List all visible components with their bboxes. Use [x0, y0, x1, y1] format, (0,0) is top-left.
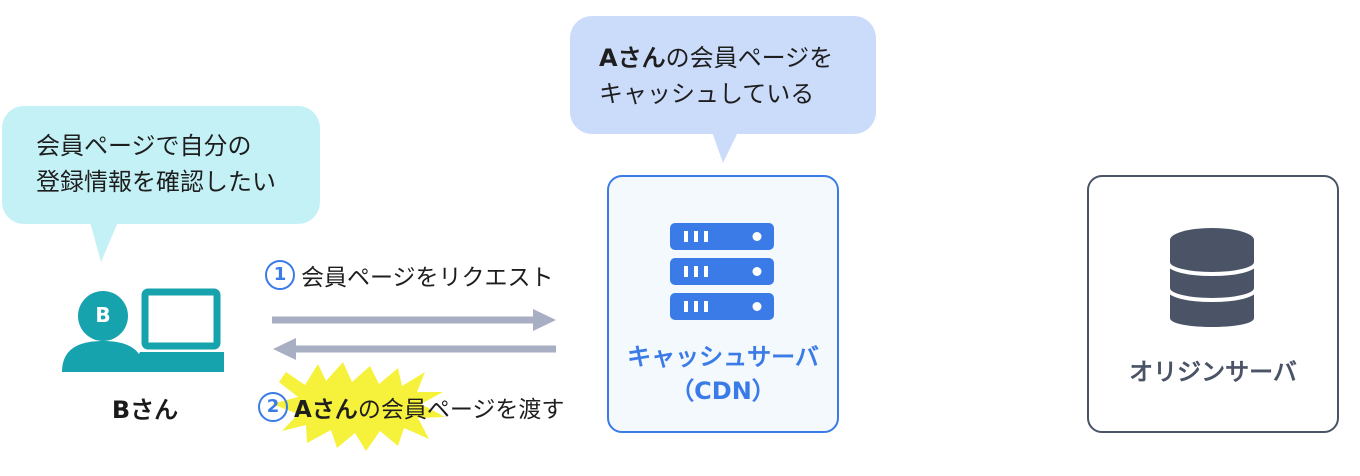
database-icon [1166, 228, 1258, 327]
cdn-bubble-line2: キャッシュしている [599, 80, 815, 108]
highlight-burst [272, 362, 445, 451]
cdn-bubble-line1: Aさんの会員ページを [599, 40, 833, 76]
server-rack-icon [670, 223, 774, 320]
step-2-label: 2 Aさんの会員ページを渡す [258, 390, 564, 424]
cdn-server-label: キャッシュサーバ （CDN） [608, 340, 838, 408]
cdn-bubble-text: Aさんの会員ページを キャッシュしている [599, 40, 833, 112]
step-2-number: 2 [258, 392, 288, 422]
request-arrow [272, 309, 556, 331]
user-thought-line1: 会員ページで自分の [36, 132, 252, 160]
origin-server-label: オリジンサーバ [1129, 358, 1297, 386]
user-name-label: Bさん [111, 396, 179, 424]
step-1-number: 1 [265, 260, 295, 290]
user-icon [62, 291, 144, 372]
cdn-label-line1: キャッシュサーバ [627, 343, 819, 371]
avatar-letter: B [95, 303, 111, 327]
step-2-text: の会員ページを渡す [357, 397, 565, 423]
cdn-bubble-line1-rest: の会員ページを [665, 44, 834, 72]
user-thought-bubble [2, 106, 320, 262]
user-thought-text: 会員ページで自分の 登録情報を確認したい [36, 128, 276, 200]
step-1-text: 会員ページをリクエスト [301, 265, 554, 291]
cdn-label-line2: （CDN） [670, 377, 776, 405]
step-2-strong: Aさん [294, 397, 358, 423]
cdn-bubble-strong: Aさん [599, 44, 666, 72]
laptop-icon [130, 288, 224, 372]
step-1-label: 1 会員ページをリクエスト [265, 258, 554, 292]
cdn-bubble [570, 16, 876, 163]
user-thought-line2: 登録情報を確認したい [36, 168, 276, 196]
response-arrow [273, 338, 556, 360]
